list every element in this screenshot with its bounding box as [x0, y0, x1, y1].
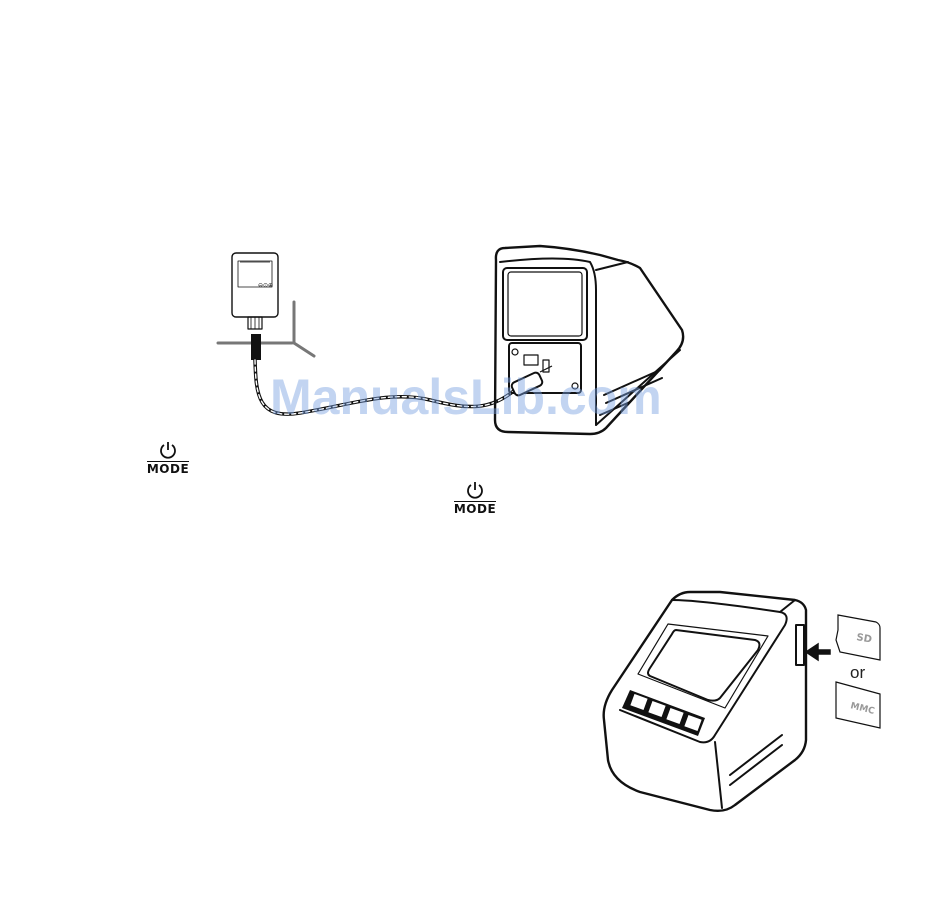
mode-button-1: MODE: [138, 440, 198, 478]
or-separator: or: [850, 663, 865, 683]
mode-label-1: MODE: [147, 461, 189, 475]
mode-label-2: MODE: [454, 501, 496, 515]
power-icon: [159, 440, 177, 460]
card-insertion-illustration: SD MMC: [590, 580, 910, 820]
mmc-card-icon: MMC: [836, 682, 880, 728]
power-icon: [466, 480, 484, 500]
watermark-text: ManualsLib.com: [270, 368, 662, 426]
mode-button-2: MODE: [445, 480, 505, 518]
sd-card-icon: SD: [836, 615, 880, 660]
device-front-view: [604, 592, 806, 811]
svg-text:⊖⊙⊕: ⊖⊙⊕: [258, 282, 273, 289]
insert-arrow: [806, 644, 830, 660]
